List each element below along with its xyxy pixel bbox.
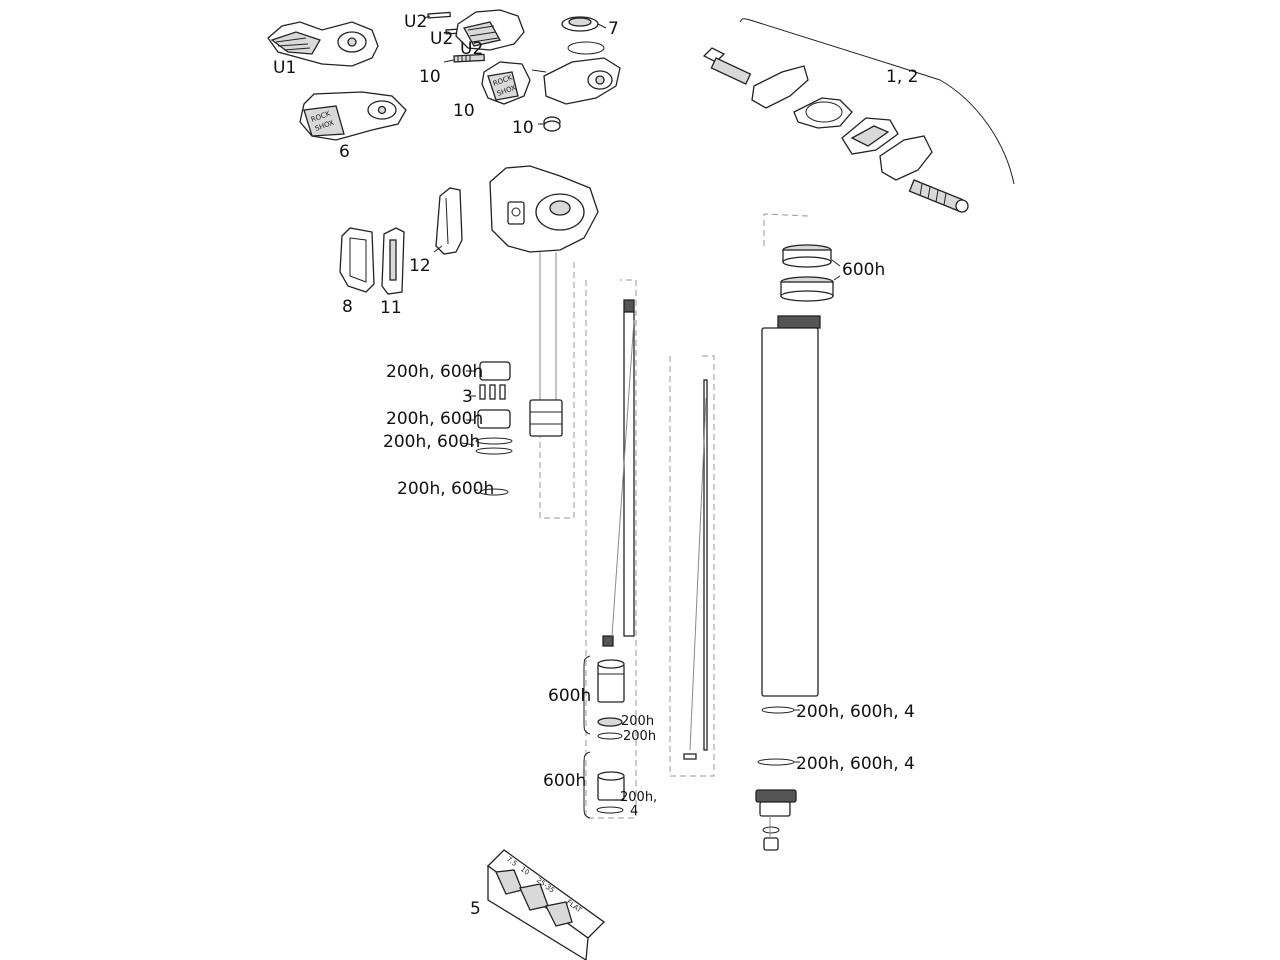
callout-5: 5 [470, 899, 481, 919]
part-10-collar [538, 116, 561, 132]
callout-200h-600h-a: 200h, 600h [386, 362, 483, 382]
part-600h-top-cap [780, 244, 841, 302]
part-10-shifter-housing [531, 57, 621, 105]
callout-200h-600h-4-a: 200h, 600h, 4 [796, 702, 915, 722]
part-11-clamp [381, 227, 405, 295]
callout-200h-4-line1: 200h, [620, 790, 657, 805]
callout-600h-mid-a: 600h [548, 686, 591, 706]
callout-u2-b: U2 [430, 29, 453, 49]
callout-6: 6 [339, 142, 350, 162]
part-600h-piston-lower [596, 771, 625, 814]
callout-200h-600h-c: 200h, 600h [383, 432, 480, 452]
cartridge-outline-center [585, 279, 637, 819]
callout-10-b: 10 [453, 101, 475, 121]
main-outer-tube [761, 315, 821, 697]
main-tube-outline [763, 213, 809, 246]
callout-10-a: 10 [419, 67, 441, 87]
callout-11: 11 [380, 298, 402, 318]
part-oring [474, 488, 509, 496]
callout-200h-b: 200h [623, 729, 656, 744]
part-10-remote-body: ROCK SHOX [481, 61, 531, 105]
part-u1-remote-body [267, 21, 379, 67]
part-oring-200h-600h-4-b [757, 758, 800, 766]
callout-200h-600h-b: 200h, 600h [386, 409, 483, 429]
bracket-600h-lower [583, 751, 591, 819]
part-3-keys [468, 384, 506, 400]
callout-3: 3 [462, 387, 473, 407]
part-oring-200h-600h-4-a [761, 706, 800, 714]
part-1-2-remote-assembly [702, 47, 969, 213]
cartridge-shaft [602, 299, 635, 647]
callout-200h-600h-d: 200h, 600h [397, 479, 494, 499]
part-seal-pair [461, 437, 513, 455]
callout-600h-mid-b: 600h [543, 771, 586, 791]
callout-8: 8 [342, 297, 353, 317]
callout-200h-a: 200h [621, 714, 654, 729]
part-bottom-valve-assembly [755, 789, 797, 851]
tool-scale-10: 10 [519, 865, 531, 877]
part-12-clamp-cover [433, 187, 463, 255]
part-600h-piston-upper [597, 659, 625, 740]
part-6-remote-body: ROCK SHOX [299, 91, 407, 141]
post-head-remote-body [489, 165, 599, 253]
part-10-screw [443, 53, 485, 63]
callout-12: 12 [409, 256, 431, 276]
callout-u1: U1 [273, 58, 296, 78]
bracket-600h-upper [583, 655, 591, 735]
part-8-clamp [339, 227, 375, 293]
part-bushing-lower [466, 409, 511, 429]
inner-tube-upper [529, 252, 563, 437]
callout-200h-4-line2: 4 [630, 804, 638, 819]
callout-u2-c: U2 [460, 39, 483, 59]
part-7-ring-set [561, 16, 607, 55]
callout-7: 7 [608, 19, 619, 39]
cartridge-outline-left [539, 252, 575, 519]
part-5-vise-block: 7.5 10 25-35 FLAT [486, 849, 606, 960]
callout-600h-top: 600h [842, 260, 885, 280]
callout-200h-600h-4-b: 200h, 600h, 4 [796, 754, 915, 774]
bracket-1-2 [739, 18, 1015, 185]
callout-1-2: 1, 2 [886, 67, 918, 87]
rod-outline [669, 355, 715, 777]
actuator-rod [683, 379, 708, 760]
callout-u2-a: U2 [404, 12, 427, 32]
part-u2-remote-body [455, 9, 525, 51]
callout-10-c: 10 [512, 118, 534, 138]
part-bushing-upper [466, 361, 511, 381]
